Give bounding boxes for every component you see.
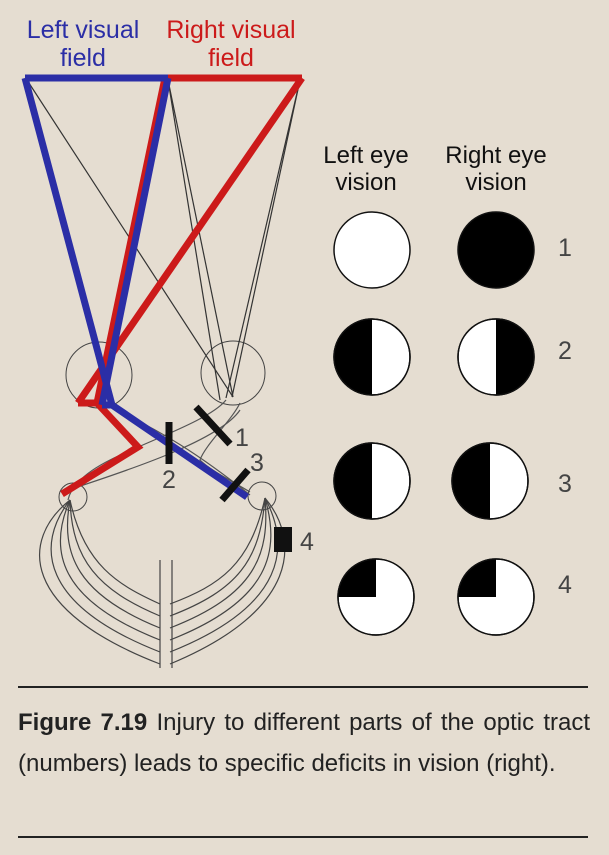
injury-label-3: 3 — [250, 449, 264, 477]
optic-tract-figure: Left visual field Right visual field Lef… — [21, 16, 572, 668]
injury-marker-3 — [219, 467, 251, 503]
right-eye-vision-header: Right eye vision — [445, 142, 547, 196]
injury-label-1: 1 — [235, 424, 249, 452]
left-eye-vision-header: Left eye vision — [323, 142, 409, 196]
row1-right-eye-circle — [457, 211, 535, 289]
injury-markers — [165, 404, 251, 503]
row-number-1: 1 — [558, 234, 572, 262]
vision-grid — [333, 211, 535, 636]
injury-marker-1 — [193, 404, 233, 447]
right-eye-outline — [200, 340, 266, 406]
right-lgn — [247, 481, 277, 511]
figure-label: Figure 7.19 — [18, 709, 148, 736]
right-visual-field-label: Right visual field — [166, 16, 296, 72]
caption-top-rule — [18, 686, 588, 688]
injury-label-4: 4 — [300, 528, 314, 556]
optic-pathway-diagram — [21, 74, 535, 668]
right-field-pathway — [60, 74, 305, 497]
injury-label-2: 2 — [162, 466, 176, 494]
left-field-pathway — [21, 74, 249, 500]
row-number-4: 4 — [558, 571, 572, 599]
figure-caption: Figure 7.19 Injury to different parts of… — [18, 702, 590, 784]
optic-radiations — [39, 497, 286, 668]
row-number-3: 3 — [558, 470, 572, 498]
injury-marker-4 — [274, 527, 292, 552]
left-visual-field-label: Left visual field — [26, 16, 140, 72]
figure-caption-text: Injury to different parts of the optic t… — [18, 709, 591, 777]
row1-left-eye-circle — [333, 211, 411, 289]
optic-nerve-lines — [61, 399, 251, 501]
row-number-2: 2 — [558, 337, 572, 365]
caption-bottom-rule — [18, 836, 588, 838]
